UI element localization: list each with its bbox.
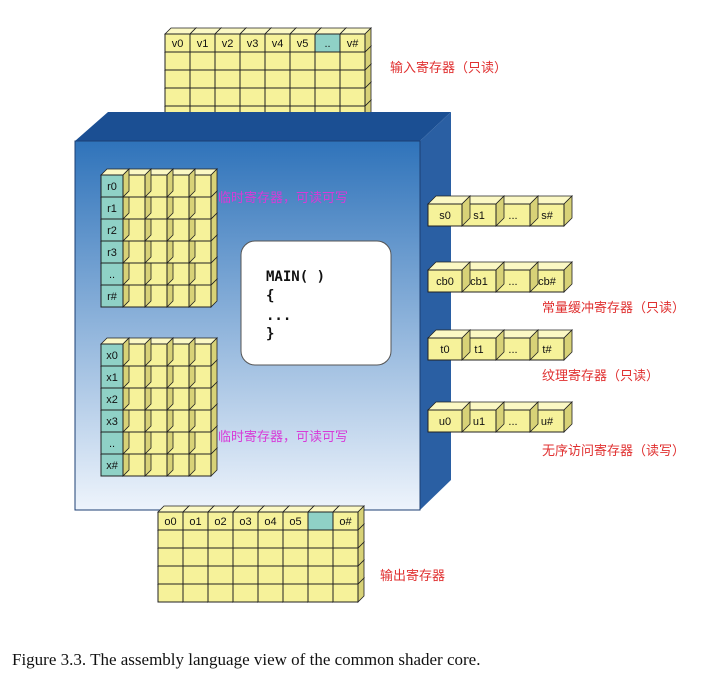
register-label: cb1 [470, 276, 488, 288]
register-label: u0 [439, 416, 451, 428]
core-side-face [420, 112, 451, 510]
register-label: s# [541, 210, 554, 222]
temp-register-x-stack: x#.. x3 x2 x1 x0 [100, 337, 218, 477]
register-label: s1 [473, 210, 485, 222]
register-cell [495, 401, 539, 433]
register-cell [495, 261, 539, 293]
register-label: ... [508, 416, 517, 428]
register-label: o4 [264, 516, 276, 528]
output-register-stack: o0 o1 o2 o3 o4 o5 o# [157, 505, 365, 603]
register-label: ... [508, 276, 517, 288]
register-label: r# [107, 291, 118, 303]
register-label: x0 [106, 350, 118, 362]
register-label: v1 [197, 38, 209, 50]
register-label: u# [541, 416, 554, 428]
temp-register-x-note: 临时寄存器，可读可写 [218, 429, 348, 444]
register-cell [529, 195, 573, 227]
register-label: o5 [289, 516, 301, 528]
register-label: cb0 [436, 276, 454, 288]
register-cell [427, 329, 471, 361]
register-label: o0 [164, 516, 176, 528]
register-cell [427, 195, 471, 227]
core-top-face [75, 112, 451, 141]
register-label: o2 [214, 516, 226, 528]
register-label: v3 [247, 38, 259, 50]
register-label: o# [339, 516, 352, 528]
register-cell-label [339, 27, 372, 53]
register-label: v5 [297, 38, 309, 50]
register-cell [529, 261, 573, 293]
register-cell-label [100, 168, 130, 198]
register-label: .. [324, 38, 330, 50]
register-label: r1 [107, 203, 117, 215]
register-cell [461, 401, 505, 433]
side-register-rows: s0 s1... s# cb0 cb1... cb# t0 t1... t# u0 u1... u# [427, 195, 573, 433]
program-line: ... [266, 308, 291, 324]
input-register-note: 输入寄存器（只读） [390, 60, 507, 75]
register-cell [461, 261, 505, 293]
register-cell-label [307, 505, 340, 531]
register-label: x3 [106, 416, 118, 428]
program-box-frame [240, 240, 392, 366]
register-label: .. [109, 438, 115, 450]
side-register-row: u0 u1... u# [427, 401, 573, 433]
program-line: MAIN( ) [266, 269, 325, 285]
register-label: ... [508, 210, 517, 222]
register-label: v0 [172, 38, 184, 50]
side-register-row: t0 t1... t# [427, 329, 573, 361]
side-register-row: s0 s1... s# [427, 195, 573, 227]
register-label: o3 [239, 516, 251, 528]
register-label: .. [109, 269, 115, 281]
program-line: } [266, 326, 274, 342]
register-cell [427, 401, 471, 433]
figure-caption: Figure 3.3. The assembly language view o… [12, 650, 481, 669]
uav-register-note: 无序访问寄存器（读写） [542, 443, 685, 458]
temp-register-r-note: 临时寄存器，可读可写 [218, 190, 348, 205]
register-label: x1 [106, 372, 118, 384]
temp-register-r-stack: r#.. r3 r2 r1 r0 [100, 168, 218, 308]
register-label: v2 [222, 38, 234, 50]
register-label: r2 [107, 225, 117, 237]
input-register-stack: v0 v1 v2 v3 v4 v5.. v# [164, 27, 372, 125]
output-register-note: 输出寄存器 [380, 568, 445, 583]
register-label: r3 [107, 247, 117, 259]
register-label: o1 [189, 516, 201, 528]
register-label: v# [347, 38, 360, 50]
register-label: t1 [474, 344, 483, 356]
register-cell-label [100, 337, 130, 367]
register-cell [495, 195, 539, 227]
register-cell [495, 329, 539, 361]
constant-buffer-note: 常量缓冲寄存器（只读） [542, 300, 685, 315]
program-line: { [266, 288, 274, 304]
register-label: t# [542, 344, 552, 356]
register-cell [529, 401, 573, 433]
texture-register-note: 纹理寄存器（只读） [542, 368, 659, 383]
register-label: t0 [440, 344, 449, 356]
register-label: v4 [272, 38, 284, 50]
register-label: x# [106, 460, 119, 472]
register-label: cb# [538, 276, 557, 288]
register-cell [529, 329, 573, 361]
program-box: MAIN( ) { ... } [240, 240, 392, 366]
register-label: r0 [107, 181, 117, 193]
register-cell [427, 261, 471, 293]
register-label: x2 [106, 394, 118, 406]
register-label: s0 [439, 210, 451, 222]
register-label: ... [508, 344, 517, 356]
side-register-row: cb0 cb1... cb# [427, 261, 573, 293]
register-label: u1 [473, 416, 485, 428]
register-cell-label [332, 505, 365, 531]
